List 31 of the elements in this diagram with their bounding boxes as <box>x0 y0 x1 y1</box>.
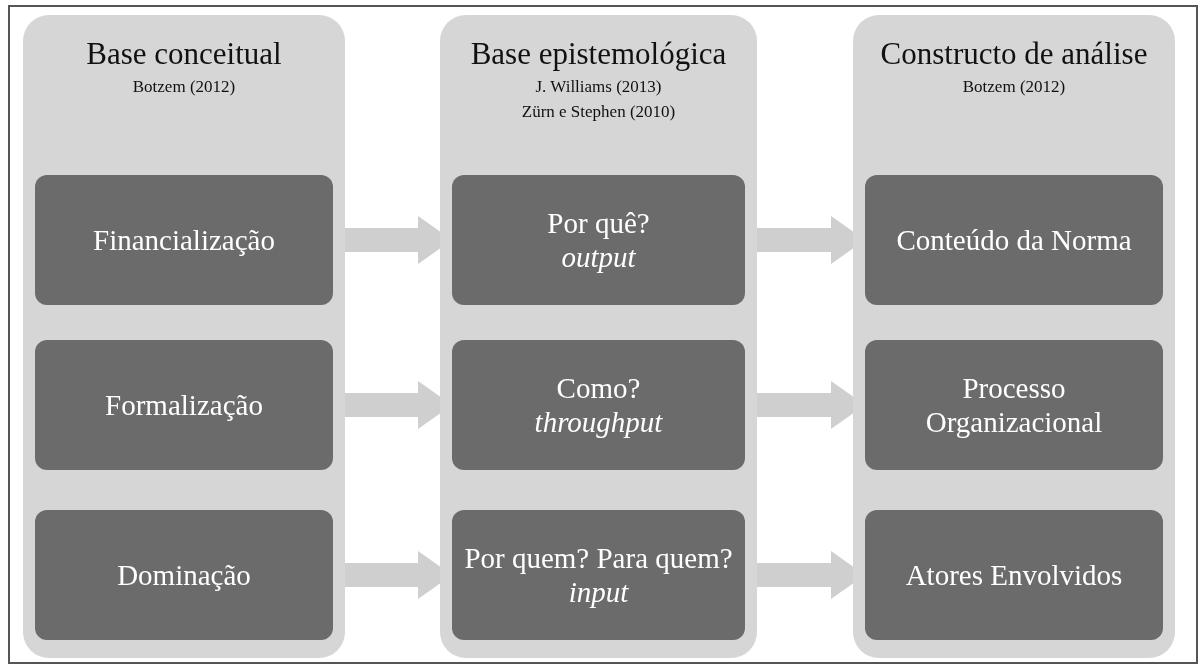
column-panel <box>853 15 1175 658</box>
concept-box <box>452 510 745 640</box>
term-label: output <box>561 240 636 274</box>
concept-box <box>452 340 745 470</box>
box-label: Conteúdo da Norma <box>896 223 1132 257</box>
term-label: throughput <box>534 405 663 439</box>
concept-box <box>865 175 1163 305</box>
column-heading: Constructo de análise <box>879 37 1149 70</box>
column-panel <box>440 15 757 658</box>
citation-text: Botzem (2012) <box>962 76 1066 98</box>
concept-box <box>35 510 333 640</box>
citation-text: Botzem (2012) <box>132 76 236 98</box>
box-label: Formalização <box>105 388 263 422</box>
box-label: Por quê? <box>547 206 650 240</box>
column-heading: Base epistemológica <box>469 37 728 70</box>
box-label: Por quem? Para quem? <box>464 541 733 575</box>
box-label: Financialização <box>93 223 275 257</box>
box-label: Como? <box>556 371 641 405</box>
citation-text: J. Williams (2013) <box>535 76 662 98</box>
concept-box <box>452 175 745 305</box>
concept-box <box>865 510 1163 640</box>
box-label: Processo Organizacional <box>924 371 1104 439</box>
citation-text: Zürn e Stephen (2010) <box>521 101 676 123</box>
column-panel <box>23 15 345 658</box>
concept-box <box>35 340 333 470</box>
term-label: input <box>568 575 629 609</box>
box-label: Dominação <box>117 558 251 592</box>
concept-box <box>865 340 1163 470</box>
box-label: Atores Envolvidos <box>905 558 1123 592</box>
concept-box <box>35 175 333 305</box>
column-heading: Base conceitual <box>85 37 283 70</box>
